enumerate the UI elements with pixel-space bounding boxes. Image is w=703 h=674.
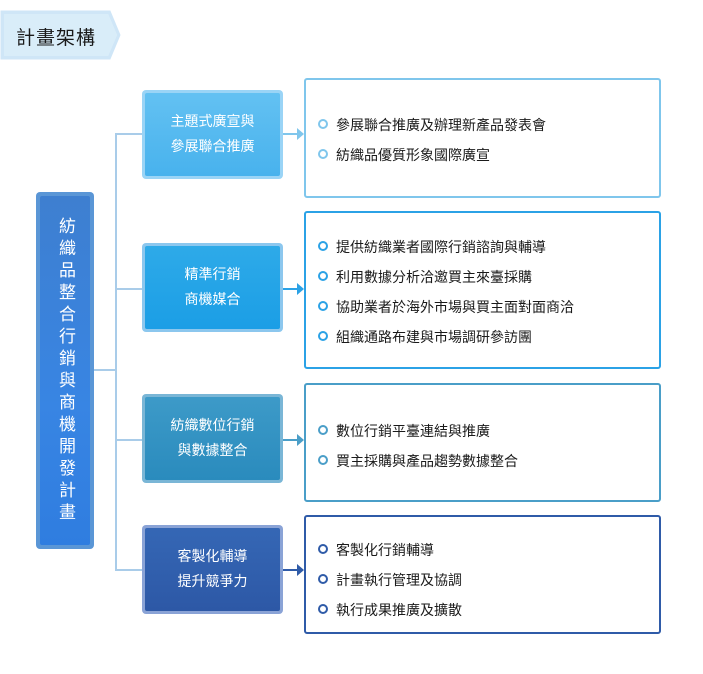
category-3-line-1: 紡織數位行銷 bbox=[170, 417, 255, 434]
category-2-line-1: 精準行銷 bbox=[184, 266, 241, 283]
connector-branch-1 bbox=[115, 133, 142, 135]
detail-2-item-1: 提供紡織業者國際行銷諮詢與輔導 bbox=[318, 237, 546, 257]
bullet-icon bbox=[318, 149, 328, 159]
connector-detail-3 bbox=[283, 439, 301, 441]
title-tag: 計畫架構 bbox=[0, 10, 121, 60]
bullet-icon bbox=[318, 271, 328, 281]
main-category-box: 紡織品整合行銷與商機開發計畫 bbox=[36, 192, 94, 549]
detail-3-item-1: 數位行銷平臺連結與推廣 bbox=[318, 421, 490, 441]
title-tag-shape bbox=[0, 10, 121, 60]
connector-detail-2 bbox=[283, 288, 301, 290]
bullet-icon bbox=[318, 544, 328, 554]
connector-branch-3 bbox=[115, 439, 142, 441]
category-4-line-1: 客製化輔導 bbox=[177, 548, 248, 565]
category-box-3: 紡織數位行銷 與數據整合 bbox=[142, 394, 283, 483]
connector-branch-2 bbox=[115, 288, 142, 290]
category-box-4: 客製化輔導 提升競爭力 bbox=[142, 525, 283, 614]
category-box-2: 精準行銷 商機媒合 bbox=[142, 243, 283, 332]
detail-2-item-4: 組織通路布建與市場調研參訪團 bbox=[318, 327, 532, 347]
detail-3-item-2: 買主採購與產品趨勢數據整合 bbox=[318, 451, 518, 471]
category-3-line-2: 與數據整合 bbox=[177, 442, 248, 459]
category-1-line-1: 主題式廣宣與 bbox=[170, 113, 255, 130]
connector-main bbox=[94, 369, 116, 371]
arrow-3 bbox=[297, 434, 304, 446]
main-category-label: 紡織品整合行銷與商機開發計畫 bbox=[55, 216, 75, 525]
bullet-icon bbox=[318, 119, 328, 129]
bullet-icon bbox=[318, 301, 328, 311]
bullet-icon bbox=[318, 574, 328, 584]
detail-box-1: 參展聯合推廣及辦理新產品發表會 紡織品優質形象國際廣宣 bbox=[304, 78, 661, 198]
detail-4-item-3: 執行成果推廣及擴散 bbox=[318, 600, 462, 620]
detail-box-3: 數位行銷平臺連結與推廣 買主採購與產品趨勢數據整合 bbox=[304, 383, 661, 502]
arrow-2 bbox=[297, 283, 304, 295]
connector-detail-4 bbox=[283, 569, 301, 571]
detail-2-item-2: 利用數據分析洽邀買主來臺採購 bbox=[318, 267, 532, 287]
detail-box-2: 提供紡織業者國際行銷諮詢與輔導 利用數據分析洽邀買主來臺採購 協助業者於海外市場… bbox=[304, 211, 661, 369]
category-box-1: 主題式廣宣與 參展聯合推廣 bbox=[142, 90, 283, 179]
bullet-icon bbox=[318, 425, 328, 435]
detail-4-item-2: 計畫執行管理及協調 bbox=[318, 570, 462, 590]
category-2-line-2: 商機媒合 bbox=[184, 291, 241, 308]
detail-box-4: 客製化行銷輔導 計畫執行管理及協調 執行成果推廣及擴散 bbox=[304, 515, 661, 634]
bullet-icon bbox=[318, 331, 328, 341]
connector-trunk bbox=[115, 133, 117, 570]
arrow-1 bbox=[297, 128, 304, 140]
detail-1-item-2: 紡織品優質形象國際廣宣 bbox=[318, 145, 490, 165]
category-1-line-2: 參展聯合推廣 bbox=[170, 138, 255, 155]
bullet-icon bbox=[318, 604, 328, 614]
arrow-4 bbox=[297, 564, 304, 576]
bullet-icon bbox=[318, 241, 328, 251]
detail-2-item-3: 協助業者於海外市場與買主面對面商洽 bbox=[318, 297, 574, 317]
connector-detail-1 bbox=[283, 133, 301, 135]
page-title: 計畫架構 bbox=[16, 27, 97, 49]
connector-branch-4 bbox=[115, 569, 142, 571]
bullet-icon bbox=[318, 455, 328, 465]
category-4-line-2: 提升競爭力 bbox=[177, 573, 248, 590]
detail-4-item-1: 客製化行銷輔導 bbox=[318, 540, 434, 560]
detail-1-item-1: 參展聯合推廣及辦理新產品發表會 bbox=[318, 115, 546, 135]
